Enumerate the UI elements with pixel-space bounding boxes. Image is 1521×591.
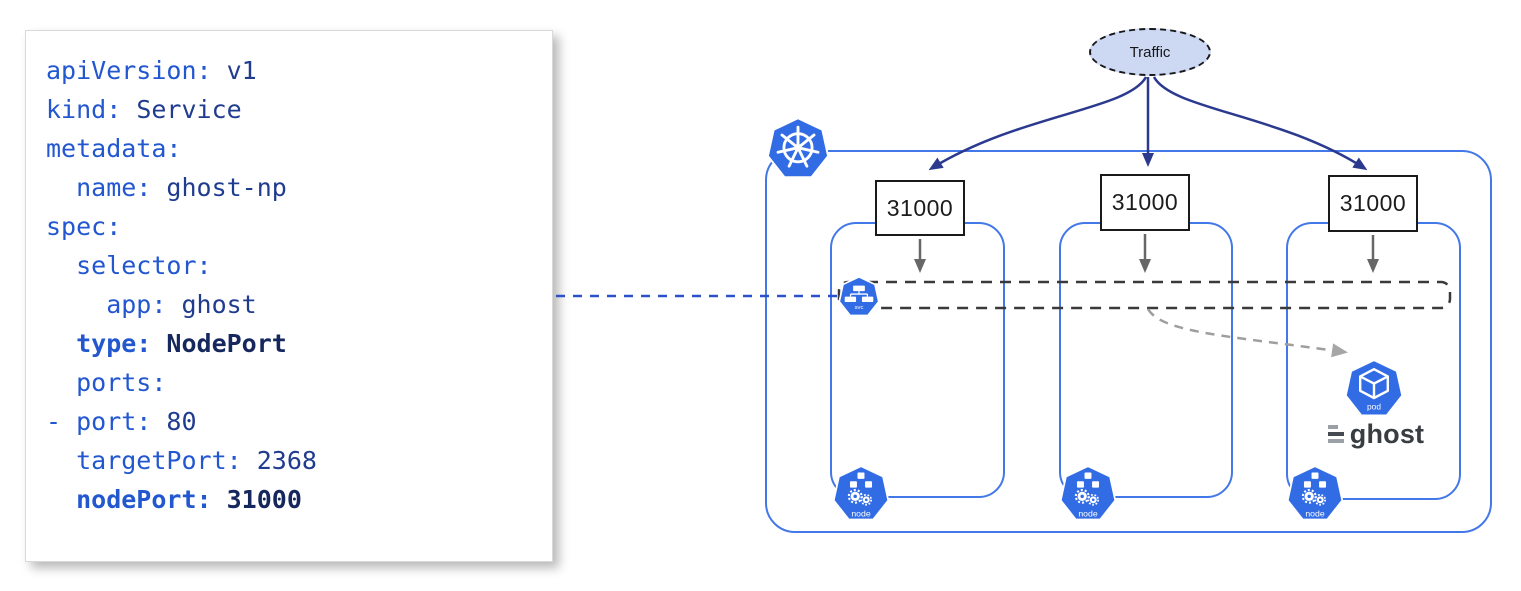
node-label: node — [851, 509, 870, 519]
nodeport-label: 31000 — [1111, 189, 1179, 215]
kubernetes-logo-icon — [766, 117, 830, 179]
nodeport-box-1: 31000 — [875, 180, 965, 236]
nodeport-label: 31000 — [1339, 190, 1407, 216]
yaml-line: spec: — [46, 212, 122, 241]
yaml-line: selector: — [46, 251, 212, 280]
yaml-line: ports: — [46, 368, 167, 397]
yaml-line: - port: 80 — [46, 407, 197, 436]
traffic-source: Traffic — [1089, 28, 1211, 76]
nodeport-box-3: 31000 — [1328, 175, 1418, 232]
traffic-label: Traffic — [1129, 43, 1171, 61]
node-icon-1: node — [832, 465, 890, 521]
node-label: node — [1305, 509, 1324, 519]
yaml-line: metadata: — [46, 134, 182, 163]
ghost-burger-icon — [1327, 425, 1344, 443]
yaml-line: app: ghost — [46, 290, 257, 319]
yaml-line: targetPort: 2368 — [46, 446, 317, 475]
nodeport-box-2: 31000 — [1100, 174, 1190, 231]
pod-label: pod — [1367, 401, 1381, 411]
ghost-wordmark: ghost — [1324, 418, 1428, 450]
nodeport-label: 31000 — [886, 194, 954, 221]
node-label: node — [1078, 509, 1097, 519]
yaml-line: apiVersion: v1 — [46, 56, 257, 85]
node-icon-2: node — [1059, 465, 1117, 521]
node-box-1 — [830, 222, 1005, 498]
ghost-pod-icon: pod — [1344, 359, 1404, 417]
service-svc-icon: svc — [838, 275, 880, 317]
svc-label: svc — [855, 305, 864, 311]
yaml-line-type-nodeport: type: NodePort — [46, 329, 287, 358]
node-box-2 — [1059, 222, 1233, 498]
yaml-line-nodeport-31000: nodePort: 31000 — [46, 485, 302, 514]
node-icon-3: node — [1286, 465, 1344, 521]
ghost-label: ghost — [1349, 418, 1425, 449]
yaml-line: name: ghost-np — [46, 173, 287, 202]
yaml-manifest-card: apiVersion: v1 kind: Service metadata: n… — [25, 30, 553, 562]
yaml-line: kind: Service — [46, 95, 242, 124]
